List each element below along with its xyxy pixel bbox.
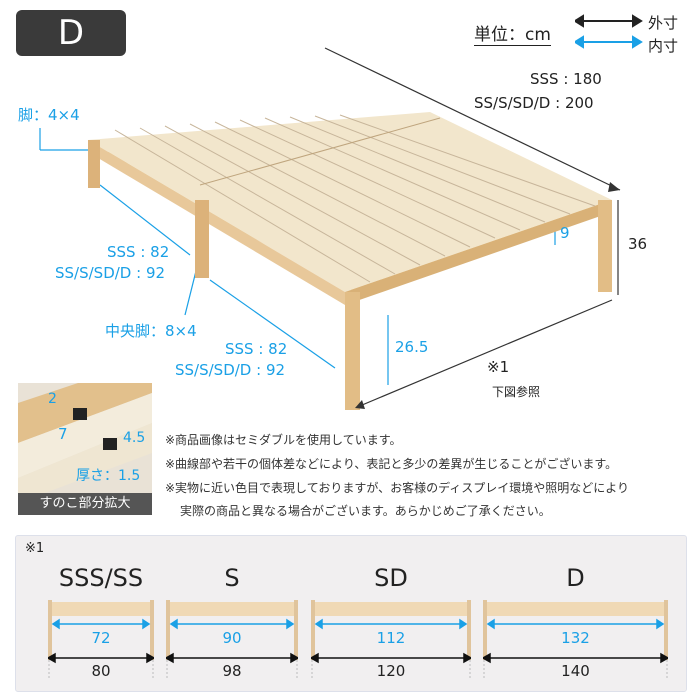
frame-post: [150, 600, 154, 660]
dimension-lines: [39, 47, 621, 409]
inner-dim-arrow: [314, 618, 468, 630]
size-name: S: [224, 564, 240, 592]
outer-dim-arrow: [311, 652, 471, 664]
frame-rail: [170, 602, 294, 616]
under-bed-height: 26.5: [395, 338, 429, 356]
bed-frame: [88, 112, 612, 410]
frame-post: [467, 600, 471, 660]
size-frame-diagram: [166, 600, 298, 678]
size-name: SSS/SS: [58, 564, 144, 592]
slat-width: 7: [58, 425, 68, 443]
length-sss: SSS : 180: [530, 70, 602, 88]
size-frame-diagram: [48, 600, 154, 678]
center-leg-label: 中央脚：8×4: [105, 322, 197, 340]
total-height: 36: [628, 235, 648, 253]
slats: [114, 114, 596, 283]
width-front-others: SS/S/SD/D : 92: [175, 361, 286, 379]
length-others: SS/S/SD/D : 200: [474, 94, 594, 112]
frame-post: [664, 600, 668, 660]
leg: [88, 140, 100, 188]
width-left-dim: [99, 184, 191, 256]
size-frame-diagram: [483, 600, 668, 678]
outer-width: 80: [91, 662, 111, 680]
outer-width: 140: [561, 662, 590, 680]
note-1: ※商品画像はセミダブルを使用しています。: [165, 433, 402, 447]
slat-thickness: 厚さ：1.5: [76, 468, 141, 484]
leg: [345, 292, 360, 410]
outer-dim-arrow: [48, 652, 154, 664]
outer-arrow: [575, 14, 643, 28]
note-4: 実際の商品と異なる場合がございます。あらかじめご了承ください。: [180, 504, 551, 518]
frame-rail: [52, 602, 150, 616]
width-dim-line-black: [354, 299, 613, 409]
size-name: SD: [374, 564, 408, 592]
frame-post: [294, 600, 298, 660]
frame-post: [48, 600, 52, 660]
side-rail: [88, 140, 345, 305]
ref-mark: ※1: [487, 358, 510, 376]
size-frame-diagram: [311, 600, 471, 678]
size-comparison-panel: ※1 SSS/SS 72 80 S 90 98 SD: [15, 535, 687, 692]
width-front-sss: SSS : 82: [225, 340, 288, 358]
size-column: SSS/SS 72 80: [48, 536, 154, 686]
slat-closeup: 2 7 4.5 厚さ：1.5 すのこ部分拡大: [18, 383, 152, 515]
closeup-caption: すのこ部分拡大: [18, 493, 152, 515]
frame-post: [311, 600, 315, 660]
inner-dim-arrow: [486, 618, 665, 630]
outer-width: 98: [222, 662, 242, 680]
frame-rail: [315, 602, 467, 616]
width-front-dim: [209, 279, 336, 369]
slat-gap: 2: [48, 391, 57, 407]
unit-label: 単位：cm: [474, 20, 551, 46]
outer-width: 120: [376, 662, 406, 680]
width-left-sss: SSS : 82: [107, 243, 170, 261]
size-column: SD 112 120: [311, 536, 471, 686]
inner-arrow: [575, 35, 643, 49]
leg-size-label: 脚：4×4: [18, 106, 80, 124]
frame-post: [483, 600, 487, 660]
inner-width: 112: [376, 629, 406, 647]
size-column: D 132 140: [483, 536, 668, 686]
foot-rail: [345, 200, 612, 305]
note-2: ※曲線部や若干の個体差などにより、表記と多少の差異が生じることがございます。: [165, 457, 618, 471]
frame-height: 9: [560, 224, 570, 242]
center-leg: [195, 200, 209, 278]
inner-dim-arrow: [51, 618, 151, 630]
legend-arrows: [575, 14, 643, 49]
bed-illustration: [39, 47, 621, 410]
size-column: S 90 98: [166, 536, 298, 686]
panel-mark: ※1: [25, 541, 45, 556]
frame-rail: [487, 602, 664, 616]
frame-post: [166, 600, 170, 660]
size-name: D: [566, 564, 585, 592]
size-badge: D: [16, 10, 126, 56]
inner-dim-arrow: [169, 618, 295, 630]
leg: [598, 200, 612, 292]
width-left-others: SS/S/SD/D : 92: [55, 264, 166, 282]
outer-dim-arrow: [483, 652, 668, 664]
length-dim-line: [324, 47, 621, 191]
inner-label: 内寸: [648, 37, 679, 55]
slat-surface: [88, 112, 612, 292]
inner-width: 72: [91, 629, 111, 647]
inner-width: 132: [561, 629, 590, 647]
note-3: ※実物に近い色目で表現しておりますが、お客様のディスプレイ環境や照明などにより: [165, 481, 630, 495]
outer-dim-arrow: [166, 652, 298, 664]
outer-label: 外寸: [648, 14, 679, 32]
slat-spacing: 4.5: [123, 430, 146, 446]
inner-width: 90: [222, 629, 242, 647]
ref-text: 下図参照: [492, 385, 541, 399]
